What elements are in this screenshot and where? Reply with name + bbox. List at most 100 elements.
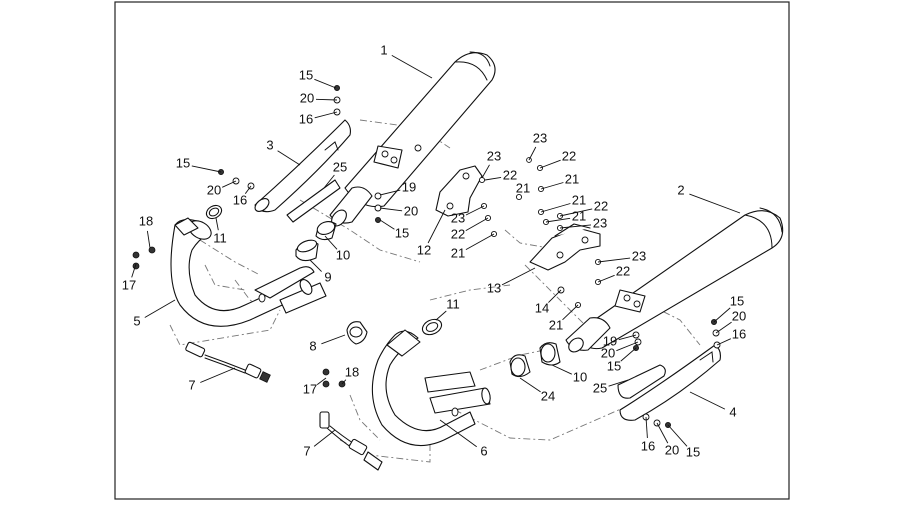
rear-clamp-and-sleeve: [509, 342, 561, 378]
callout-c23c: 23: [451, 210, 465, 225]
rear-gasket: [421, 318, 443, 336]
leader-c23c: [465, 205, 485, 216]
callout-c25b: 25: [593, 380, 607, 395]
leader-c19b: [618, 334, 637, 341]
callout-c21f: 21: [549, 317, 563, 332]
callout-c21d: 21: [572, 192, 586, 207]
leader-c13: [501, 267, 536, 286]
callout-c7b: 7: [303, 443, 310, 458]
lower-shield-strip: [617, 364, 666, 399]
leader-c22c: [465, 217, 489, 231]
leader-c21e: [545, 217, 571, 223]
callout-c21c: 21: [451, 245, 465, 260]
callout-c7a: 7: [188, 377, 195, 392]
callout-c22e: 22: [616, 263, 630, 278]
callout-c14: 14: [535, 300, 549, 315]
leader-c15e: [620, 347, 637, 362]
callout-c15f: 15: [686, 444, 700, 459]
leader-c25a: [323, 174, 335, 189]
leader-c20b: [222, 180, 237, 188]
crossover-clamp: [346, 321, 368, 345]
callout-c20c: 20: [404, 203, 418, 218]
upper-muffler: [329, 51, 496, 227]
callout-c16a: 16: [299, 111, 313, 126]
callout-c22d: 22: [594, 198, 608, 213]
leader-c17a: [131, 263, 137, 278]
callout-c6: 6: [480, 443, 487, 458]
leader-c25b: [608, 379, 629, 387]
leader-c15a: [314, 78, 337, 89]
leader-c4: [689, 391, 726, 410]
callout-c20a: 20: [300, 90, 314, 105]
leader-c5: [144, 299, 176, 318]
callout-c23e: 23: [632, 248, 646, 263]
callout-c2: 2: [677, 182, 684, 197]
leader-c21c: [465, 233, 495, 250]
leader-c23d: [559, 224, 592, 229]
callout-c9: 9: [324, 269, 331, 284]
callout-c15d: 15: [730, 293, 744, 308]
callout-c11b: 11: [446, 296, 460, 311]
leader-c11b: [435, 310, 447, 321]
leader-c9: [309, 259, 322, 272]
leader-c18b: [341, 379, 347, 385]
leader-c7b: [313, 429, 336, 447]
rear-header-pipe: [371, 329, 491, 446]
callout-c22a: 22: [503, 167, 517, 182]
leader-c7a: [200, 367, 236, 383]
callout-labels: 1234567789101011111213141515151515151616…: [122, 42, 746, 459]
callout-c3: 3: [266, 137, 273, 152]
leader-c20f: [656, 422, 669, 444]
leader-c16c: [716, 338, 731, 346]
callout-c19a: 19: [402, 179, 416, 194]
leader-c21b: [540, 182, 564, 190]
leader-c15c: [379, 219, 395, 230]
leader-c16b: [244, 185, 252, 194]
leader-c10b: [551, 364, 572, 375]
lower-heat-shield: [619, 344, 721, 421]
leader-c22e: [597, 274, 615, 283]
leader-c20a: [315, 98, 338, 101]
rear-bracket: [529, 223, 601, 271]
leader-c22a: [484, 176, 502, 181]
callout-c21e: 21: [572, 208, 586, 223]
callout-c4: 4: [729, 404, 736, 419]
leader-c3: [277, 150, 301, 166]
callout-c20d: 20: [732, 308, 746, 323]
leader-c15f: [667, 424, 688, 447]
leader-c20c: [379, 207, 403, 212]
front-bracket: [435, 165, 483, 217]
callout-c21a: 21: [516, 180, 530, 195]
callout-c15b: 15: [176, 155, 190, 170]
leader-c18a: [146, 230, 151, 249]
upper-gasket: [205, 204, 223, 220]
callout-c1: 1: [380, 42, 387, 57]
front-header-pipe: [170, 217, 327, 327]
callout-c10b: 10: [573, 369, 587, 384]
leader-c22d: [559, 208, 593, 217]
callout-leader-lines: [131, 55, 741, 448]
leader-c20d: [715, 321, 732, 334]
callout-c18a: 18: [139, 213, 153, 228]
callout-c23a: 23: [487, 148, 501, 163]
callout-c24: 24: [541, 388, 555, 403]
callout-c16b: 16: [233, 192, 247, 207]
callout-c15e: 15: [607, 358, 621, 373]
lower-muffler: [565, 207, 784, 353]
callout-c22b: 22: [562, 148, 576, 163]
callout-c20e: 20: [601, 345, 615, 360]
leader-c8: [321, 334, 346, 345]
callout-c17b: 17: [303, 381, 317, 396]
upper-shield-strip: [286, 179, 341, 223]
callout-c23d: 23: [593, 215, 607, 230]
callout-c13: 13: [487, 280, 501, 295]
leader-c1: [391, 55, 433, 79]
callout-c15a: 15: [299, 67, 313, 82]
callout-c17a: 17: [122, 277, 136, 292]
diagram-frame: [114, 1, 790, 500]
callout-c25a: 25: [333, 159, 347, 174]
rear-o2-sensor: [319, 411, 383, 471]
callout-c8: 8: [309, 338, 316, 353]
leader-c20e: [616, 341, 639, 352]
